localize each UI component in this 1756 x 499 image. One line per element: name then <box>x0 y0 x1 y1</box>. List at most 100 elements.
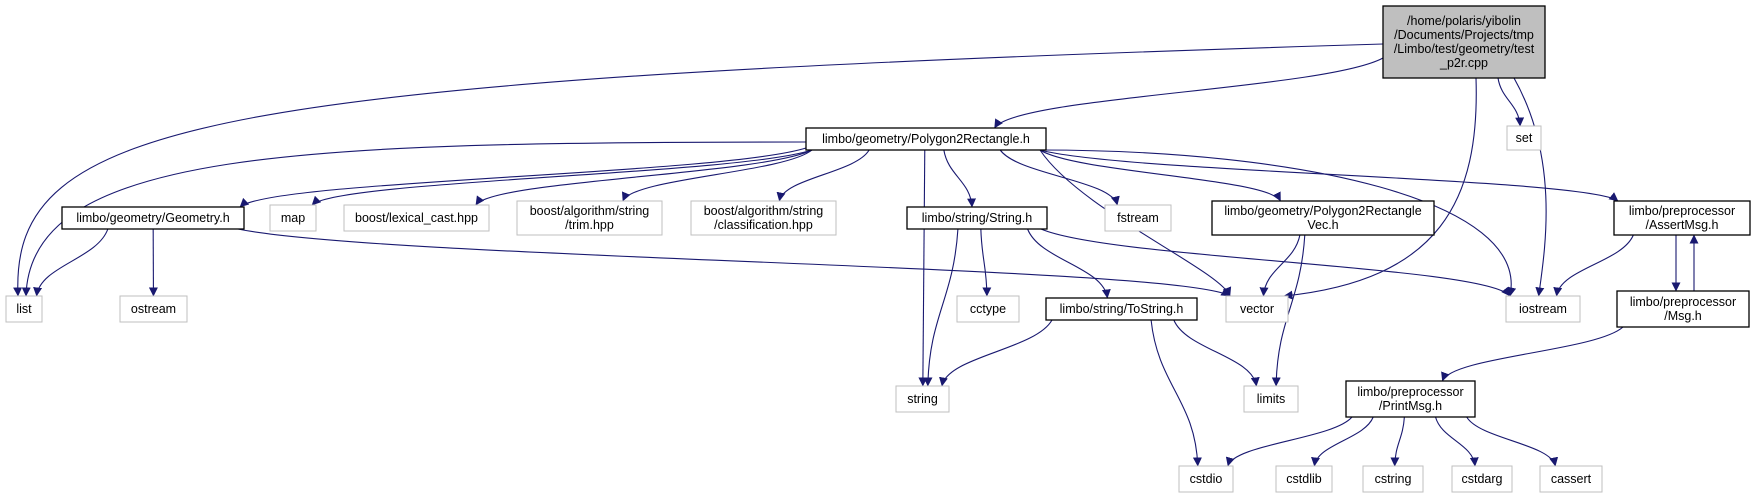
edge-tostring-to-cstdio <box>1150 319 1202 467</box>
node-label-lexical: boost/lexical_cast.hpp <box>355 211 478 225</box>
edge-p2r-to-p2rvec <box>1039 149 1282 202</box>
edge-p2r-to-lexical <box>475 149 813 206</box>
node-box-vector <box>1225 295 1289 323</box>
edge-tostring-to-limits <box>1173 319 1260 387</box>
node-msg[interactable]: limbo/preprocessor/Msg.h <box>1616 290 1750 328</box>
edge-tostring-to-string <box>939 319 1053 387</box>
node-label-cassert: cassert <box>1551 472 1592 486</box>
edge-strh-to-cctype <box>980 228 992 297</box>
node-box-cstring <box>1362 465 1424 493</box>
node-printmsg[interactable]: limbo/preprocessor/PrintMsg.h <box>1345 380 1476 418</box>
node-root[interactable]: /home/polaris/yibolin/Documents/Projects… <box>1382 5 1546 79</box>
edge-p2r-to-classif <box>776 149 870 202</box>
edge-p2r-to-vector <box>1039 149 1232 297</box>
edge-root-to-set <box>1497 77 1525 127</box>
edge-strh-to-iostream <box>1040 228 1511 297</box>
node-label-cstdlib: cstdlib <box>1286 472 1321 486</box>
node-box-root <box>1382 5 1546 79</box>
edge-printmsg-to-cstdio <box>1225 416 1353 467</box>
edge-p2rvec-to-vector <box>1259 234 1301 297</box>
node-box-iostream <box>1505 295 1581 323</box>
node-box-geometry <box>61 206 245 230</box>
node-cstdlib: cstdlib <box>1275 465 1333 493</box>
node-label-printmsg-line-1: limbo/preprocessor <box>1357 385 1463 399</box>
edge-p2r-to-assertmsg <box>1039 149 1619 202</box>
node-string: string <box>895 385 950 413</box>
node-box-ostream <box>119 295 188 323</box>
node-box-lexical <box>343 204 490 232</box>
edge-p2r-to-geometry <box>239 147 807 208</box>
node-box-cassert <box>1539 465 1603 493</box>
edge-p2r-to-iostream <box>1039 149 1517 297</box>
node-p2r[interactable]: limbo/geometry/Polygon2Rectangle.h <box>805 127 1047 151</box>
edge-assertmsg-to-iostream <box>1553 234 1634 297</box>
node-list: list <box>5 295 43 323</box>
node-label-limits: limits <box>1257 392 1285 406</box>
node-box-string <box>895 385 950 413</box>
node-geometry[interactable]: limbo/geometry/Geometry.h <box>61 206 245 230</box>
node-assertmsg[interactable]: limbo/preprocessor/AssertMsg.h <box>1613 200 1751 236</box>
node-box-set <box>1506 125 1542 151</box>
node-label-p2rvec-line-2: Vec.h <box>1307 218 1338 232</box>
edge-root-to-p2r <box>994 57 1384 129</box>
node-box-trim <box>516 200 663 236</box>
node-label-geometry: limbo/geometry/Geometry.h <box>76 211 229 225</box>
edge-msg-to-printmsg <box>1441 326 1624 382</box>
node-label-cctype: cctype <box>970 302 1006 316</box>
node-box-list <box>5 295 43 323</box>
node-box-classif <box>690 200 837 236</box>
node-label-ostream: ostream <box>131 302 176 316</box>
node-box-fstream <box>1104 204 1172 232</box>
edge-p2r-to-trim <box>622 149 813 202</box>
node-ostream: ostream <box>119 295 188 323</box>
node-label-strh: limbo/string/String.h <box>922 211 1033 225</box>
node-set: set <box>1506 125 1542 151</box>
edge-p2rvec-to-limits <box>1271 234 1306 387</box>
node-label-root-line-2: /Documents/Projects/tmp <box>1394 28 1534 42</box>
node-label-list: list <box>16 302 32 316</box>
node-label-fstream: fstream <box>1117 211 1159 225</box>
node-box-assertmsg <box>1613 200 1751 236</box>
node-cstdarg: cstdarg <box>1451 465 1513 493</box>
node-strh[interactable]: limbo/string/String.h <box>906 206 1048 230</box>
node-limits: limits <box>1243 385 1299 413</box>
edge-printmsg-to-cstdarg <box>1434 416 1479 467</box>
node-label-msg-line-2: /Msg.h <box>1664 309 1702 323</box>
node-label-trim-line-1: boost/algorithm/string <box>530 204 650 218</box>
node-vector: vector <box>1225 295 1289 323</box>
node-label-root-line-4: _p2r.cpp <box>1439 56 1488 70</box>
node-label-cstring: cstring <box>1375 472 1412 486</box>
node-iostream: iostream <box>1505 295 1581 323</box>
edge-p2r-to-fstream <box>999 149 1120 206</box>
node-box-p2rvec <box>1211 200 1435 236</box>
edge-p2r-to-list <box>21 141 807 297</box>
node-label-tostring: limbo/string/ToString.h <box>1060 302 1184 316</box>
node-cctype: cctype <box>956 295 1020 323</box>
edge-root-to-iostream <box>1513 77 1547 297</box>
node-box-tostring <box>1045 297 1198 321</box>
node-label-p2rvec-line-1: limbo/geometry/Polygon2Rectangle <box>1224 204 1421 218</box>
node-box-msg <box>1616 290 1750 328</box>
node-label-assertmsg-line-1: limbo/preprocessor <box>1629 204 1735 218</box>
edge-p2r-to-string <box>918 149 928 387</box>
node-fstream: fstream <box>1104 204 1172 232</box>
edge-printmsg-to-cstring <box>1390 416 1405 467</box>
edge-printmsg-to-cassert <box>1466 416 1559 467</box>
node-label-root-line-1: /home/polaris/yibolin <box>1407 14 1521 28</box>
node-trim: boost/algorithm/string/trim.hpp <box>516 200 663 236</box>
node-tostring[interactable]: limbo/string/ToString.h <box>1045 297 1198 321</box>
edge-geometry-to-vector <box>237 228 1231 297</box>
nodes-layer: /home/polaris/yibolin/Documents/Projects… <box>5 5 1751 493</box>
node-box-cctype <box>956 295 1020 323</box>
node-label-msg-line-1: limbo/preprocessor <box>1630 295 1736 309</box>
edge-p2r-to-strh <box>943 149 977 208</box>
node-label-printmsg-line-2: /PrintMsg.h <box>1379 399 1442 413</box>
node-box-cstdlib <box>1275 465 1333 493</box>
edge-root-to-list <box>13 43 1384 297</box>
edge-p2r-to-map <box>311 149 813 206</box>
node-label-cstdio: cstdio <box>1190 472 1223 486</box>
node-label-classif-line-1: boost/algorithm/string <box>704 204 824 218</box>
node-box-limits <box>1243 385 1299 413</box>
